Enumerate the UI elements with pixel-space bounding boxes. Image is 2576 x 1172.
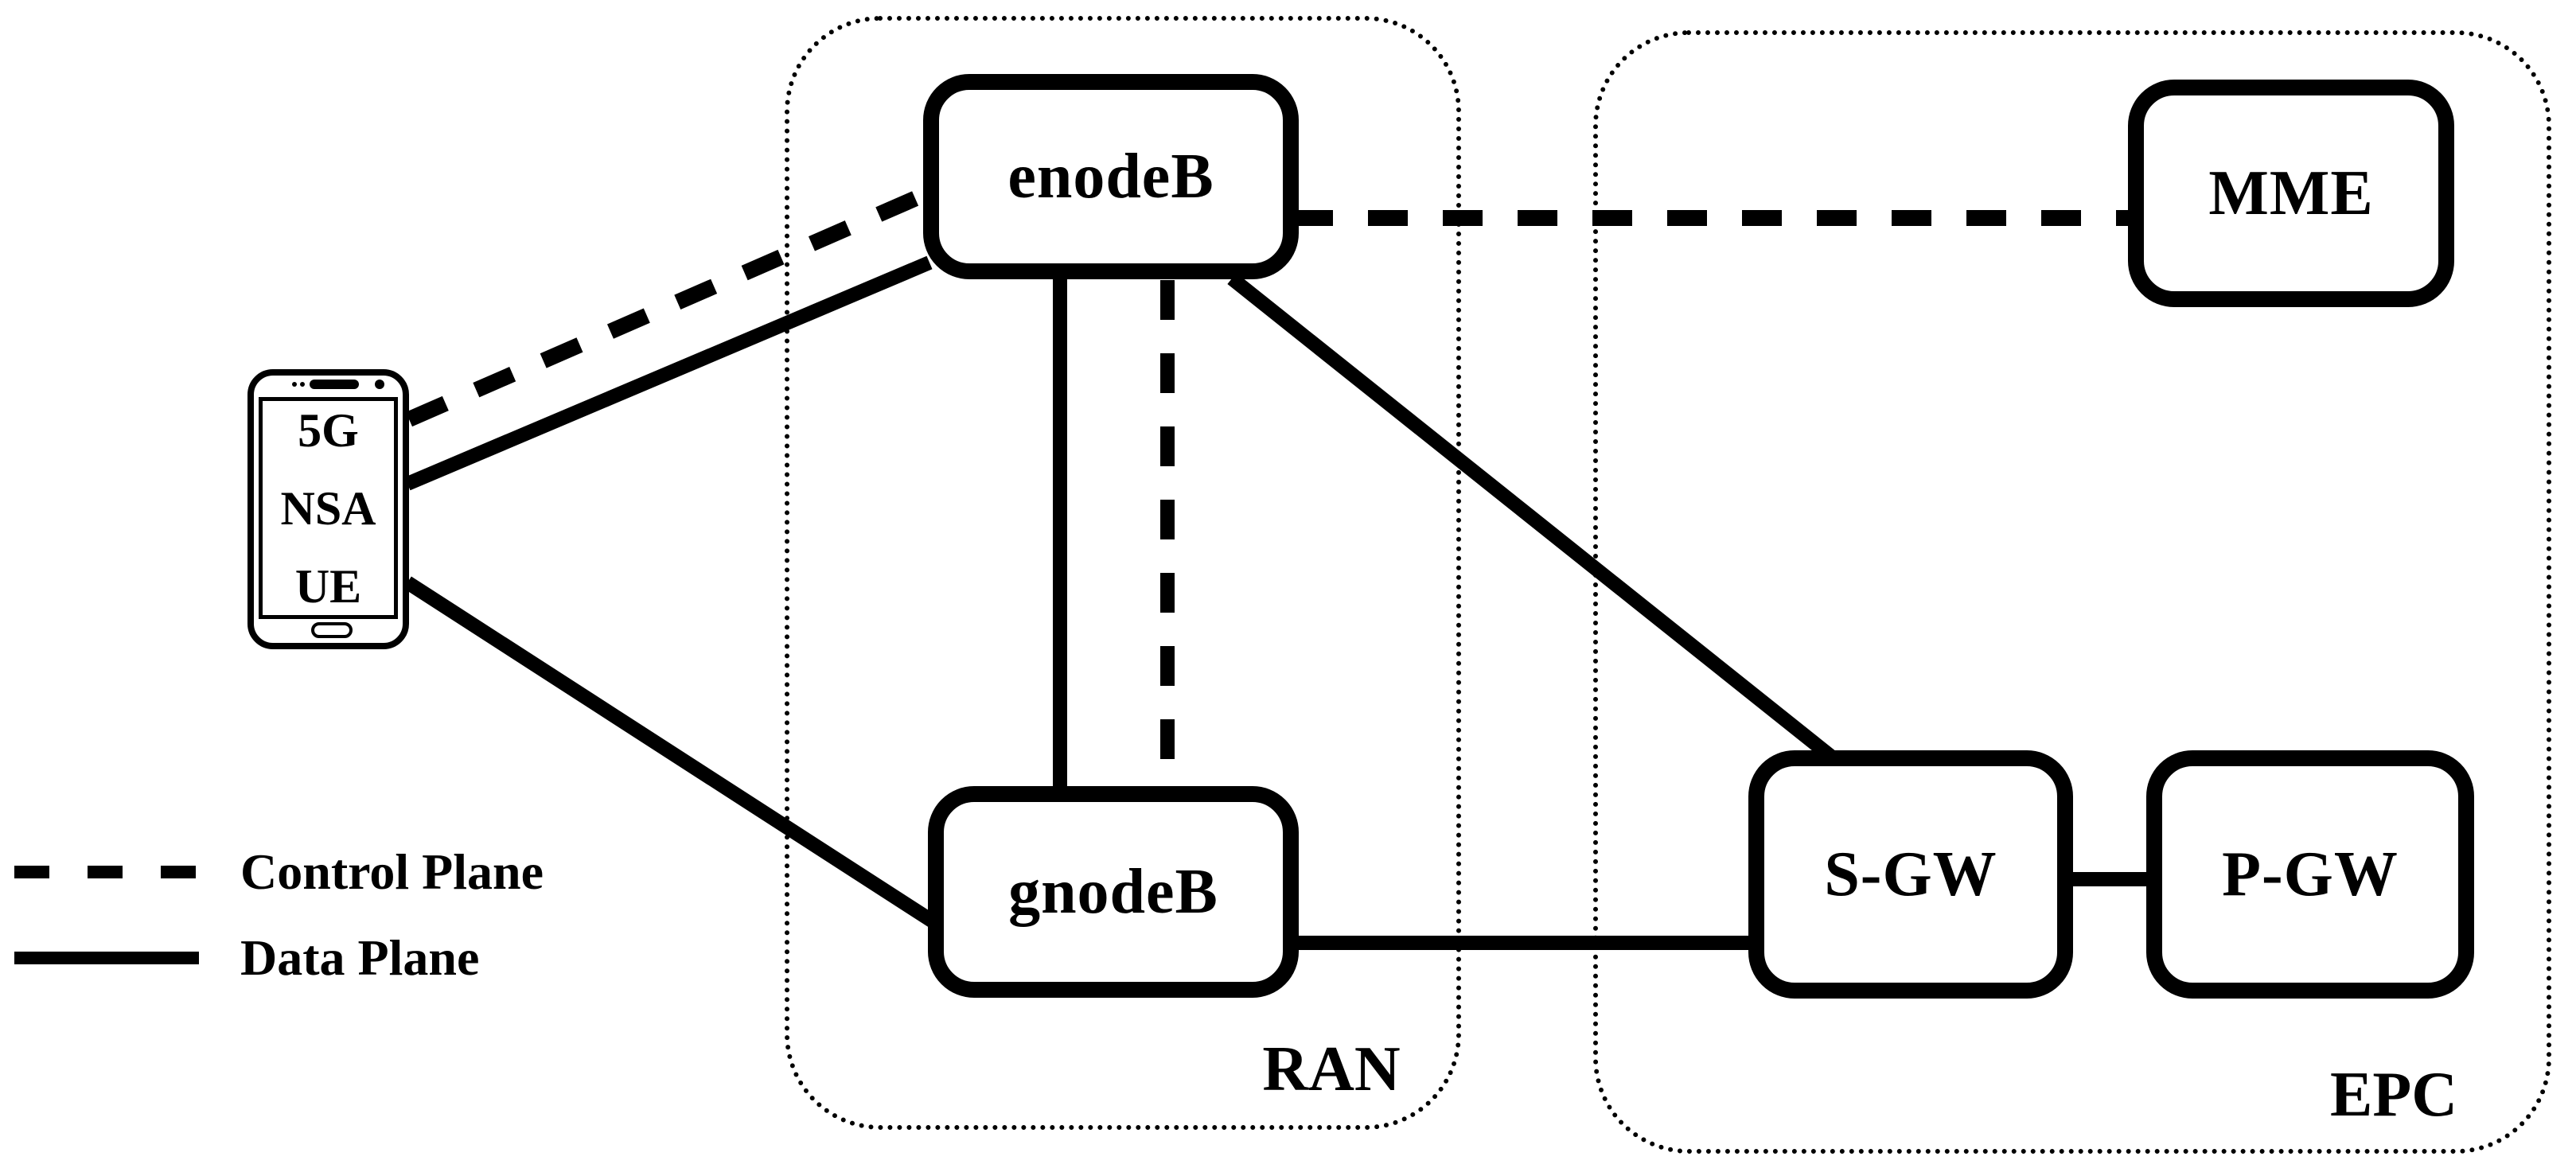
node-pgw-label: P-GW xyxy=(2222,839,2399,909)
node-mme-label: MME xyxy=(2208,158,2374,228)
node-sgw-label: S-GW xyxy=(1824,839,1997,909)
legend-data-plane-label: Data Plane xyxy=(240,929,480,986)
node-enodeb-label: enodeB xyxy=(1007,141,1214,212)
solid-line-swatch-icon xyxy=(14,952,199,964)
phone-speaker-icon xyxy=(310,380,359,389)
link-enodeb-sgw-data xyxy=(1227,272,1835,762)
ran-group-label: RAN xyxy=(1262,1034,1401,1104)
node-pgw: P-GW xyxy=(2146,750,2474,999)
phone-sensor-dot-icon xyxy=(292,382,297,387)
legend-control-plane-label: Control Plane xyxy=(240,843,544,900)
phone-sensor-dot-icon xyxy=(300,382,305,387)
epc-group-box xyxy=(1593,30,2551,1154)
legend: Control Plane Data Plane xyxy=(14,847,544,983)
link-ue-enodeb-data xyxy=(404,255,933,491)
epc-group-label: EPC xyxy=(2330,1060,2457,1130)
dashed-line-swatch-icon xyxy=(14,866,199,878)
ue-label-line: NSA xyxy=(280,481,376,535)
node-mme: MME xyxy=(2128,80,2454,307)
ue-label-line: 5G xyxy=(298,403,359,457)
phone-home-button-icon xyxy=(311,622,353,638)
node-sgw: S-GW xyxy=(1748,750,2073,999)
node-gnodeb-label: gnodeB xyxy=(1008,856,1218,927)
ue-phone: 5G NSA UE xyxy=(247,369,409,649)
ue-label-line: UE xyxy=(294,559,362,613)
node-enodeb: enodeB xyxy=(923,74,1299,279)
ran-group-box xyxy=(785,16,1461,1130)
legend-row-data-plane: Data Plane xyxy=(14,933,544,983)
link-ue-enodeb-control xyxy=(406,185,930,427)
legend-row-control-plane: Control Plane xyxy=(14,847,544,897)
ue-phone-screen: 5G NSA UE xyxy=(259,397,398,619)
node-gnodeb: gnodeB xyxy=(928,786,1299,998)
link-ue-gnodeb-data xyxy=(403,576,937,928)
phone-camera-icon xyxy=(375,380,384,389)
